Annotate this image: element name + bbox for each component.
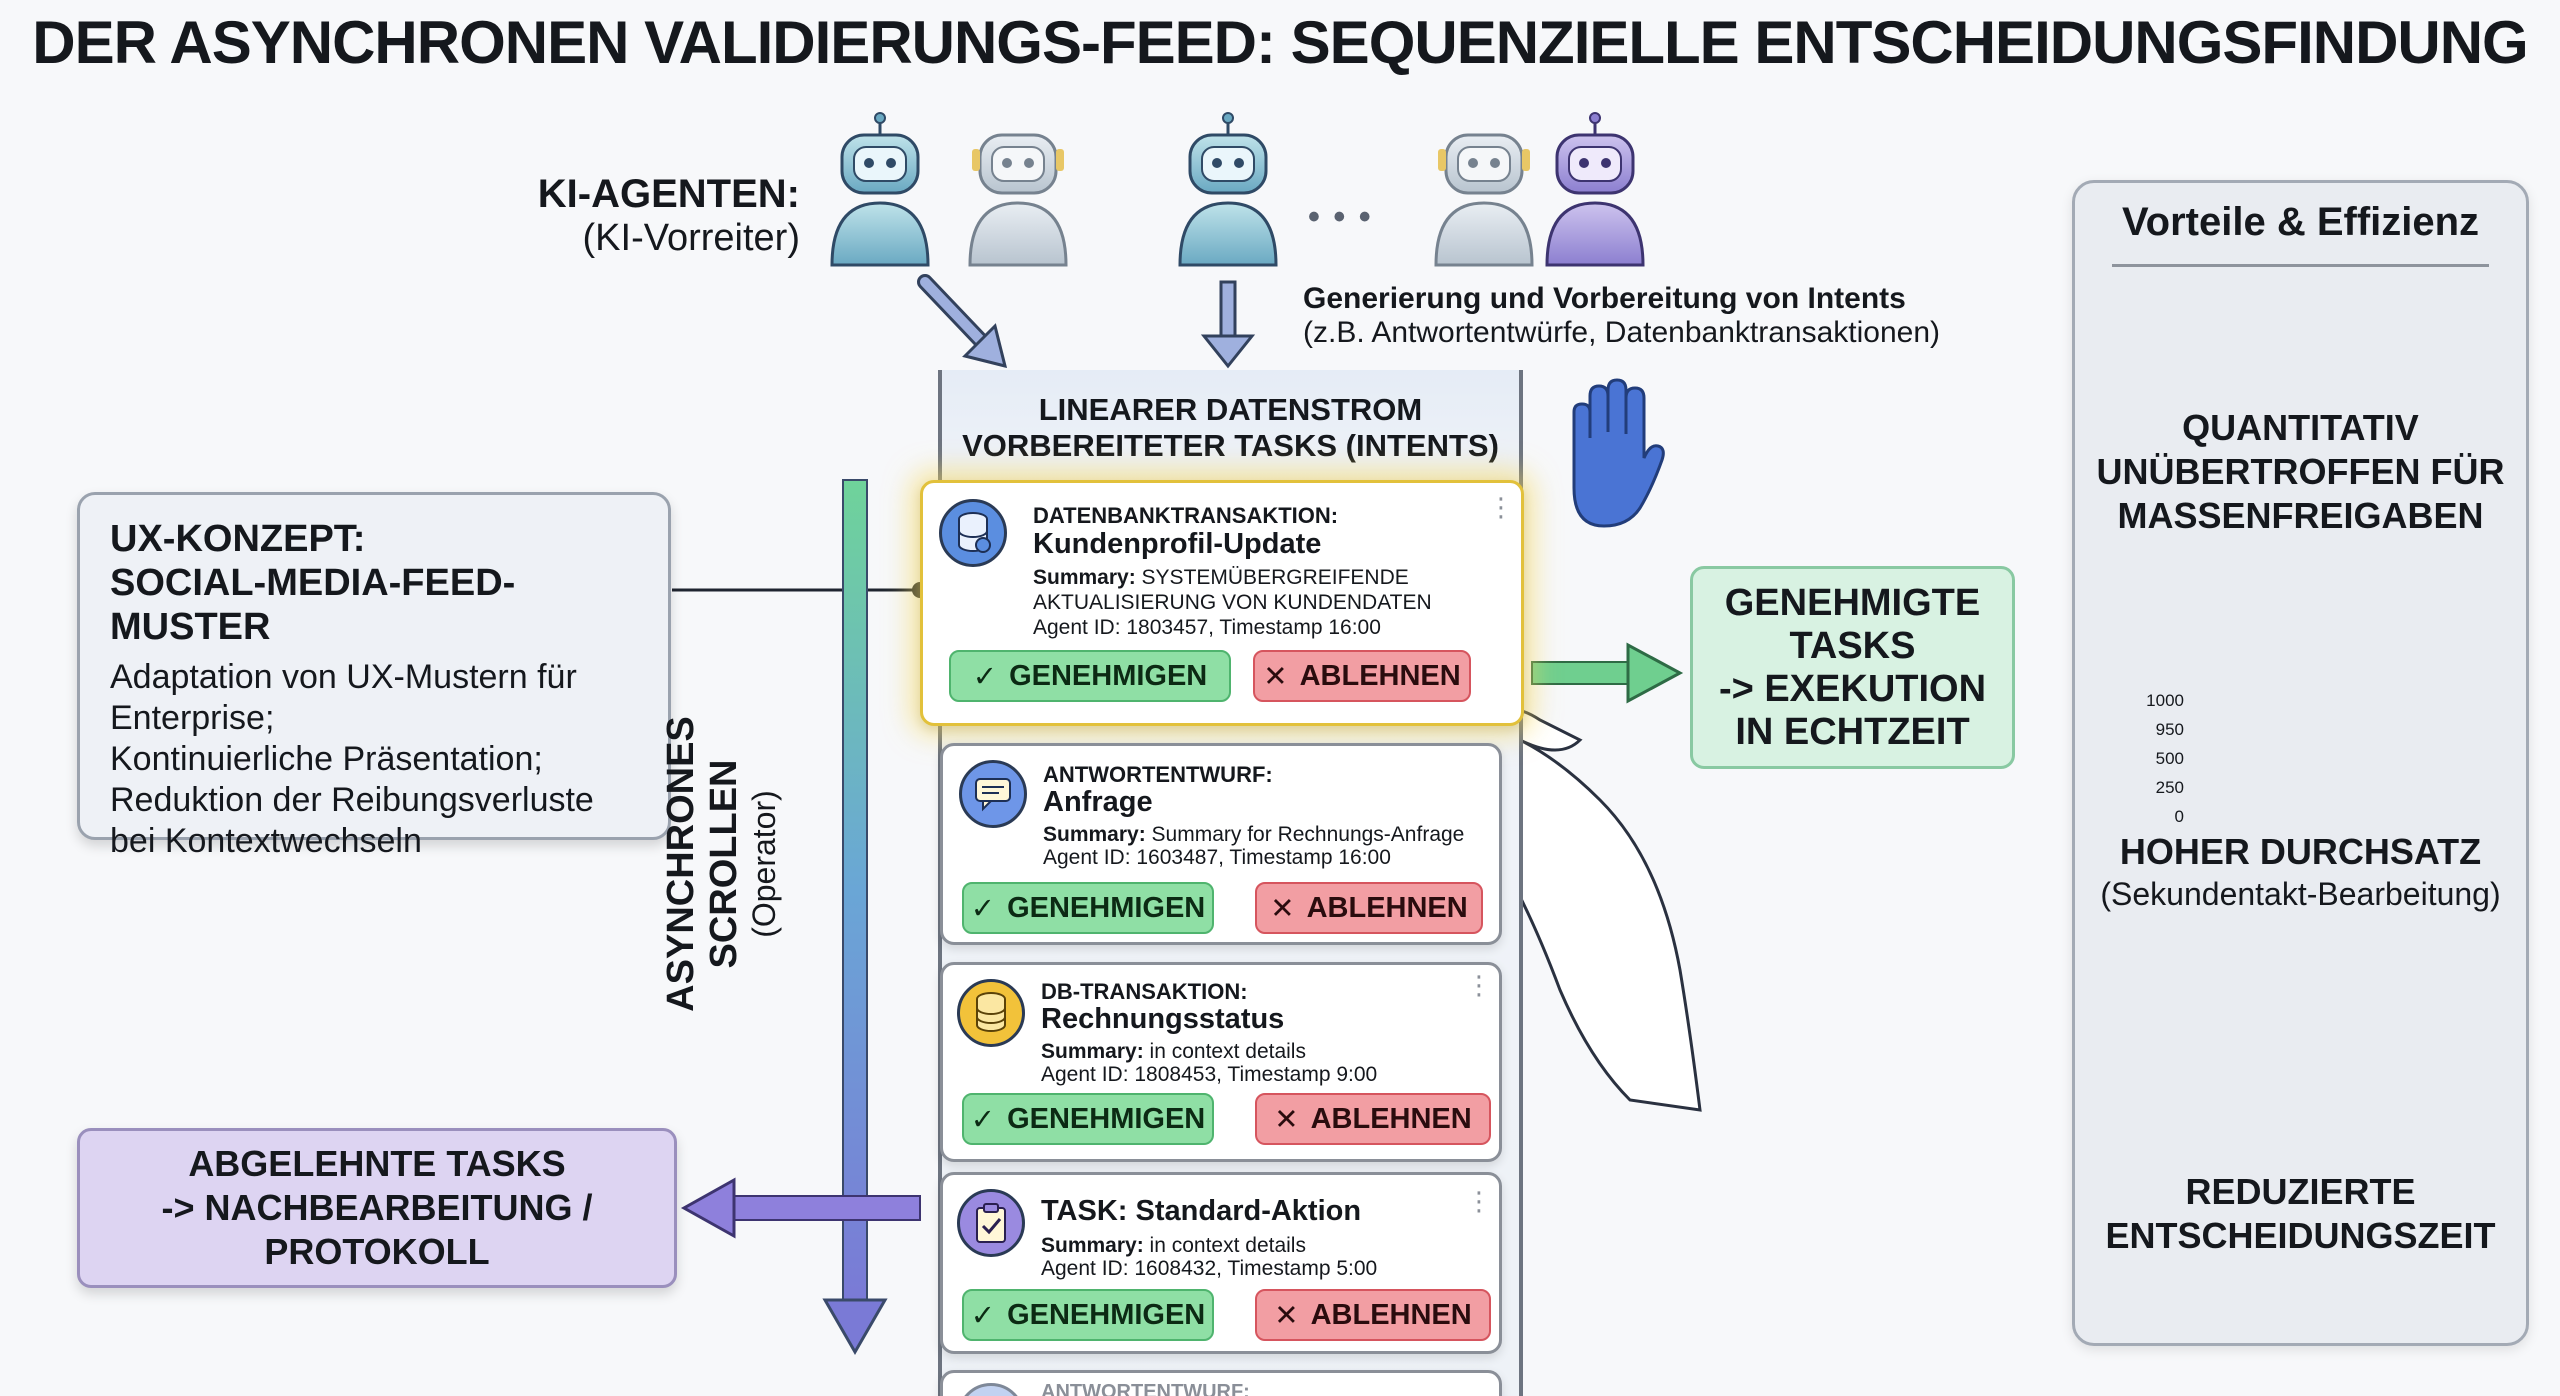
- rejected-tasks-box: ABGELEHNTE TASKS -> NACHBEARBEITUNG / PR…: [77, 1128, 677, 1288]
- scroll-label-title: ASYNCHRONES SCROLLEN: [660, 716, 745, 1012]
- database-icon: [957, 979, 1025, 1047]
- card-type: ANTWORTENTWURF:: [1043, 762, 1273, 787]
- chat-bubble-icon: [957, 1383, 1025, 1396]
- stream-title-line1: LINEARER DATENSTROM: [1038, 392, 1423, 427]
- card-agent-id: Agent ID: 1808453, Timestamp 9:00: [1041, 1063, 1378, 1086]
- ux-concept-box: UX-KONZEPT: SOCIAL-MEDIA-FEED-MUSTER Ada…: [77, 492, 671, 860]
- intent-caption: Generierung und Vorbereitung von Intents…: [1303, 282, 2003, 350]
- task-card[interactable]: TASK: Standard-Aktion Summary: in contex…: [940, 1172, 1502, 1354]
- benefits-panel: [2072, 180, 2529, 1346]
- robot-icon: [968, 133, 1068, 267]
- approved-tasks-box: GENEHMIGTE TASKS -> EXEKUTION IN ECHTZEI…: [1690, 566, 2015, 769]
- agent-arrow: [917, 274, 1008, 369]
- task-card[interactable]: DATENBANKTRANSAKTION: Kundenprofil-Updat…: [920, 480, 1524, 726]
- benefit-3-title: REDUZIERTE ENTSCHEIDUNGSZEIT: [2105, 1171, 2496, 1256]
- card-agent-id: Agent ID: 1603487, Timestamp 16:00: [1043, 846, 1391, 869]
- checkmark-icon: ✓: [972, 660, 998, 693]
- scroll-label: ASYNCHRONES SCROLLEN (Operator): [660, 634, 783, 1094]
- throughput-axis-ticks: 1000 950 500 250 0: [2146, 691, 2184, 826]
- scroll-label-sub: (Operator): [746, 790, 782, 938]
- agents-label: KI-AGENTEN: (KI-Vorreiter): [500, 172, 800, 260]
- card-summary: Summary: in context details: [1041, 1040, 1306, 1063]
- benefit-2-sub: (Sekundentakt-Bearbeitung): [2100, 876, 2501, 912]
- card-type: DB-TRANSAKTION:: [1041, 979, 1248, 1004]
- more-options-icon[interactable]: ⋮: [1488, 492, 1514, 522]
- checkmark-icon: ✓: [970, 1299, 996, 1332]
- card-agent-id: Agent ID: 1608432, Timestamp 5:00: [1041, 1257, 1378, 1280]
- reject-button[interactable]: ✕ABLEHNEN: [1253, 650, 1471, 702]
- x-icon: ✕: [1263, 660, 1288, 693]
- approve-button[interactable]: ✓GENEHMIGEN: [962, 882, 1214, 934]
- benefit-2-title: HOHER DURCHSATZ: [2119, 831, 2482, 872]
- intent-caption-title: Generierung und Vorbereitung von Intents: [1303, 282, 1906, 315]
- task-card[interactable]: DB-TRANSAKTION: Rechnungsstatus Summary:…: [940, 962, 1502, 1162]
- card-title: Rechnungsstatus: [1041, 1003, 1285, 1035]
- reject-button[interactable]: ✕ABLEHNEN: [1255, 1289, 1491, 1341]
- ux-title-line1: UX-KONZEPT:: [110, 518, 366, 560]
- card-type: DATENBANKTRANSAKTION:: [1033, 503, 1339, 528]
- approve-button[interactable]: ✓GENEHMIGEN: [962, 1289, 1214, 1341]
- scroll-down-arrow: [822, 479, 888, 1356]
- stop-hand-icon: [1572, 378, 1665, 528]
- database-icon: [939, 499, 1007, 567]
- approve-button[interactable]: ✓GENEHMIGEN: [949, 650, 1231, 702]
- page-title: DER ASYNCHRONEN VALIDIERUNGS-FEED: SEQUE…: [32, 9, 2528, 76]
- stream-title-line2: VORBEREITETER TASKS (INTENTS): [962, 428, 1499, 463]
- ux-body: Adaptation von UX-Mustern für Enterprise…: [110, 658, 594, 860]
- reject-button[interactable]: ✕ABLEHNEN: [1255, 882, 1483, 934]
- checkmark-icon: ✓: [970, 892, 996, 925]
- ux-title-line2: SOCIAL-MEDIA-FEED-MUSTER: [110, 562, 516, 648]
- card-agent-id: Agent ID: 1803457, Timestamp 16:00: [1033, 616, 1381, 639]
- more-options-icon[interactable]: ⋮: [1466, 970, 1492, 1000]
- card-summary: Summary: SYSTEMÜBERGREIFENDE AKTUALISIER…: [1033, 566, 1432, 614]
- agents-label-sub: (KI-Vorreiter): [582, 217, 800, 259]
- card-title: TASK: Standard-Aktion: [1041, 1195, 1362, 1227]
- benefit-1-title: QUANTITATIV UNÜBERTROFFEN FÜR MASSENFREI…: [2096, 407, 2505, 536]
- panel-title: Vorteile & Effizienz: [2121, 200, 2480, 244]
- approve-button[interactable]: ✓GENEHMIGEN: [962, 1093, 1214, 1145]
- card-summary: Summary: Summary for Rechnungs-Anfrage: [1043, 823, 1465, 846]
- more-options-icon[interactable]: ⋮: [1466, 1186, 1492, 1216]
- x-icon: ✕: [1274, 1299, 1299, 1332]
- robot-icon: [1545, 112, 1645, 267]
- x-icon: ✕: [1274, 1103, 1299, 1136]
- approved-arrow: [1531, 642, 1684, 704]
- checkmark-icon: ✓: [970, 1103, 996, 1136]
- robot-icon: [1434, 133, 1534, 267]
- card-title: Kundenprofil-Update: [1033, 528, 1322, 560]
- reject-button[interactable]: ✕ABLEHNEN: [1255, 1093, 1491, 1145]
- robot-icon: [830, 112, 930, 267]
- x-icon: ✕: [1270, 892, 1295, 925]
- panel-divider: [2112, 264, 2489, 267]
- rejected-arrow: [680, 1177, 921, 1239]
- chat-bubble-icon: [959, 760, 1027, 828]
- task-card[interactable]: ANTWORTENTWURF: Anfrage Summary: Summary…: [940, 743, 1502, 945]
- stream-title: LINEARER DATENSTROM VORBEREITETER TASKS …: [942, 392, 1519, 464]
- agents-label-title: KI-AGENTEN:: [537, 172, 800, 216]
- card-summary: Summary: in context details: [1041, 1234, 1306, 1257]
- agent-arrow: [1200, 280, 1256, 369]
- clipboard-icon: [957, 1189, 1025, 1257]
- card-title: Anfrage: [1043, 786, 1153, 818]
- card-type: ANTWORTENTWURF:: [1041, 1381, 1250, 1396]
- robot-icon: [1178, 112, 1278, 267]
- task-card[interactable]: ANTWORTENTWURF:: [940, 1370, 1502, 1396]
- intent-caption-sub: (z.B. Antwortentwürfe, Datenbanktransakt…: [1303, 316, 1941, 349]
- more-agents-ellipsis: • • •: [1308, 198, 1373, 236]
